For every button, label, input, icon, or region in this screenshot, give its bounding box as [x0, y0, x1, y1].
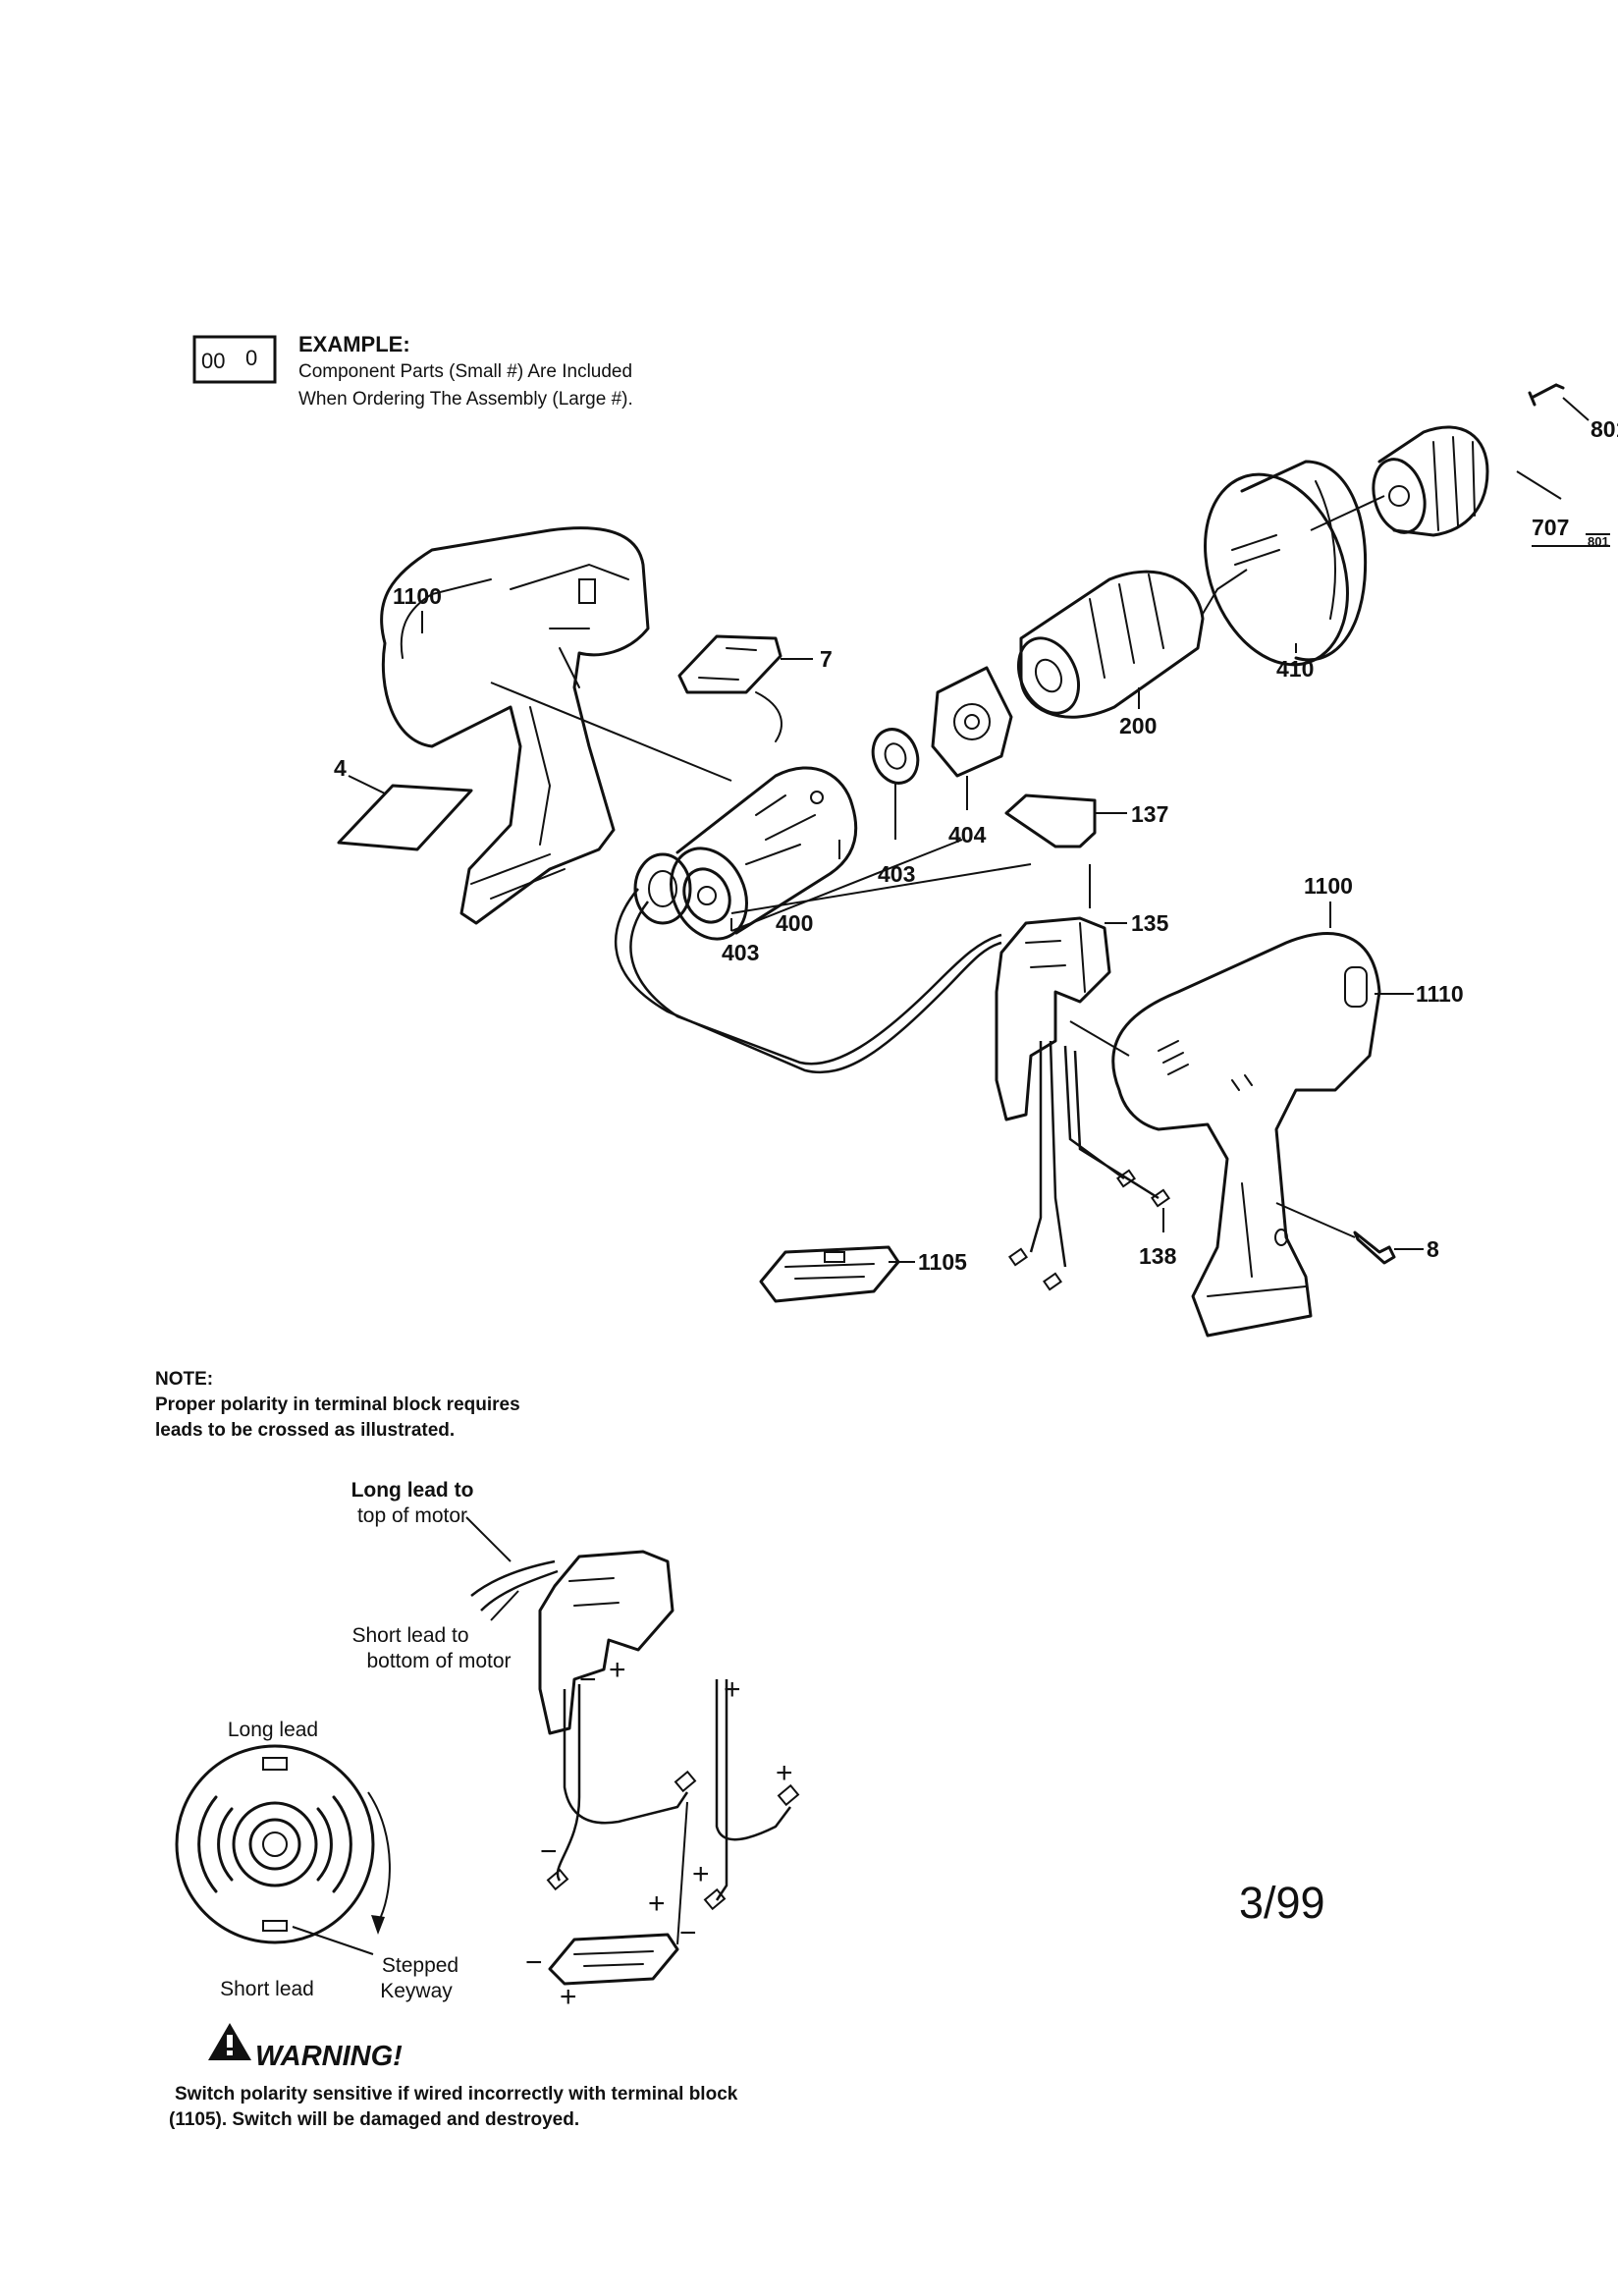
polarity-block-bottom-plus: + — [560, 1981, 577, 2013]
example-legend-box: 00 0 — [192, 335, 277, 384]
label-8: 8 — [1427, 1236, 1439, 1262]
keyway-label: Keyway — [380, 1980, 453, 2002]
motor-end-view — [175, 1744, 391, 1955]
polarity-switch-minus: − — [579, 1664, 597, 1696]
polarity-lead-plus: + — [724, 1673, 741, 1706]
example-line-1: Component Parts (Small #) Are Included — [298, 361, 633, 382]
label-138: 138 — [1139, 1243, 1177, 1269]
warning-title: WARNING! — [255, 2041, 403, 2072]
motor — [633, 766, 858, 941]
label-801-side: 801 — [1591, 416, 1618, 442]
clutch-ring — [1204, 460, 1368, 667]
lock-off-button — [1004, 793, 1097, 848]
label-403-motor: 403 — [722, 940, 759, 965]
polarity-block-left-minus: − — [525, 1946, 543, 1979]
label-1105: 1105 — [918, 1249, 967, 1275]
wiring-detail: − + + + − + + − − + — [175, 1516, 800, 2060]
chuck-screw — [1528, 383, 1565, 407]
note-line-1: Proper polarity in terminal block requir… — [155, 1394, 520, 1415]
motor-plate — [931, 666, 1013, 778]
polarity-connector-plus: + — [776, 1757, 793, 1789]
right-housing-half — [1111, 932, 1381, 1338]
polarity-block-minus: − — [679, 1917, 697, 1949]
warning-line-1: Switch polarity sensitive if wired incor… — [175, 2084, 738, 2105]
label-1110: 1110 — [1416, 981, 1464, 1007]
label-1100-top: 1100 — [393, 583, 442, 609]
warning-triangle-icon — [208, 2023, 251, 2060]
label-400: 400 — [776, 910, 813, 936]
housing-screw — [1353, 1230, 1396, 1265]
motor-short-lead-label: Short lead — [220, 1978, 314, 2000]
bearing — [871, 728, 920, 785]
speed-selector-switch — [677, 634, 782, 742]
polarity-block-plus: + — [692, 1858, 710, 1890]
example-line-2: When Ordering The Assembly (Large #). — [298, 389, 633, 410]
warning-line-2: (1105). Switch will be damaged and destr… — [169, 2109, 580, 2130]
trigger-switch — [995, 916, 1111, 1121]
top-of-motor-label: top of motor — [356, 1504, 468, 1527]
polarity-switch-plus: + — [609, 1654, 626, 1686]
example-title: EXAMPLE: — [298, 332, 410, 356]
part-callouts: 1100 7 4 200 410 707 801 801 137 404 403… — [334, 397, 1618, 1275]
terminal-block — [759, 1245, 900, 1303]
revision-date: 3/99 — [1239, 1878, 1325, 1928]
bottom-of-motor-label: bottom of motor — [366, 1650, 512, 1672]
label-137: 137 — [1131, 801, 1168, 827]
label-200: 200 — [1119, 713, 1157, 738]
wiring-harness — [614, 888, 1160, 1268]
note-title: NOTE: — [155, 1369, 214, 1390]
label-plate — [337, 784, 473, 851]
label-135: 135 — [1131, 910, 1169, 936]
example-box-large-number: 00 — [201, 349, 225, 373]
note-line-2: leads to be crossed as illustrated. — [155, 1420, 456, 1441]
assembly-lines — [490, 495, 1385, 1238]
label-707: 707 — [1532, 515, 1569, 540]
polarity-left-minus: − — [540, 1835, 558, 1868]
long-lead-to-label: Long lead to — [351, 1479, 474, 1502]
wire-connectors — [1008, 1169, 1170, 1291]
left-housing-half — [380, 526, 650, 925]
label-410: 410 — [1276, 656, 1314, 682]
keyless-chuck — [1372, 425, 1489, 537]
label-7: 7 — [820, 646, 833, 672]
gearbox — [1017, 570, 1218, 719]
example-box-small-number: 0 — [245, 346, 257, 370]
stepped-label: Stepped — [381, 1954, 459, 1977]
label-4: 4 — [334, 755, 347, 781]
label-801-small: 801 — [1588, 534, 1609, 549]
label-1100-right: 1100 — [1304, 873, 1353, 899]
motor-long-lead-label: Long lead — [227, 1719, 319, 1741]
short-lead-to-label: Short lead to — [351, 1624, 469, 1647]
polarity-center-plus: + — [648, 1887, 666, 1920]
